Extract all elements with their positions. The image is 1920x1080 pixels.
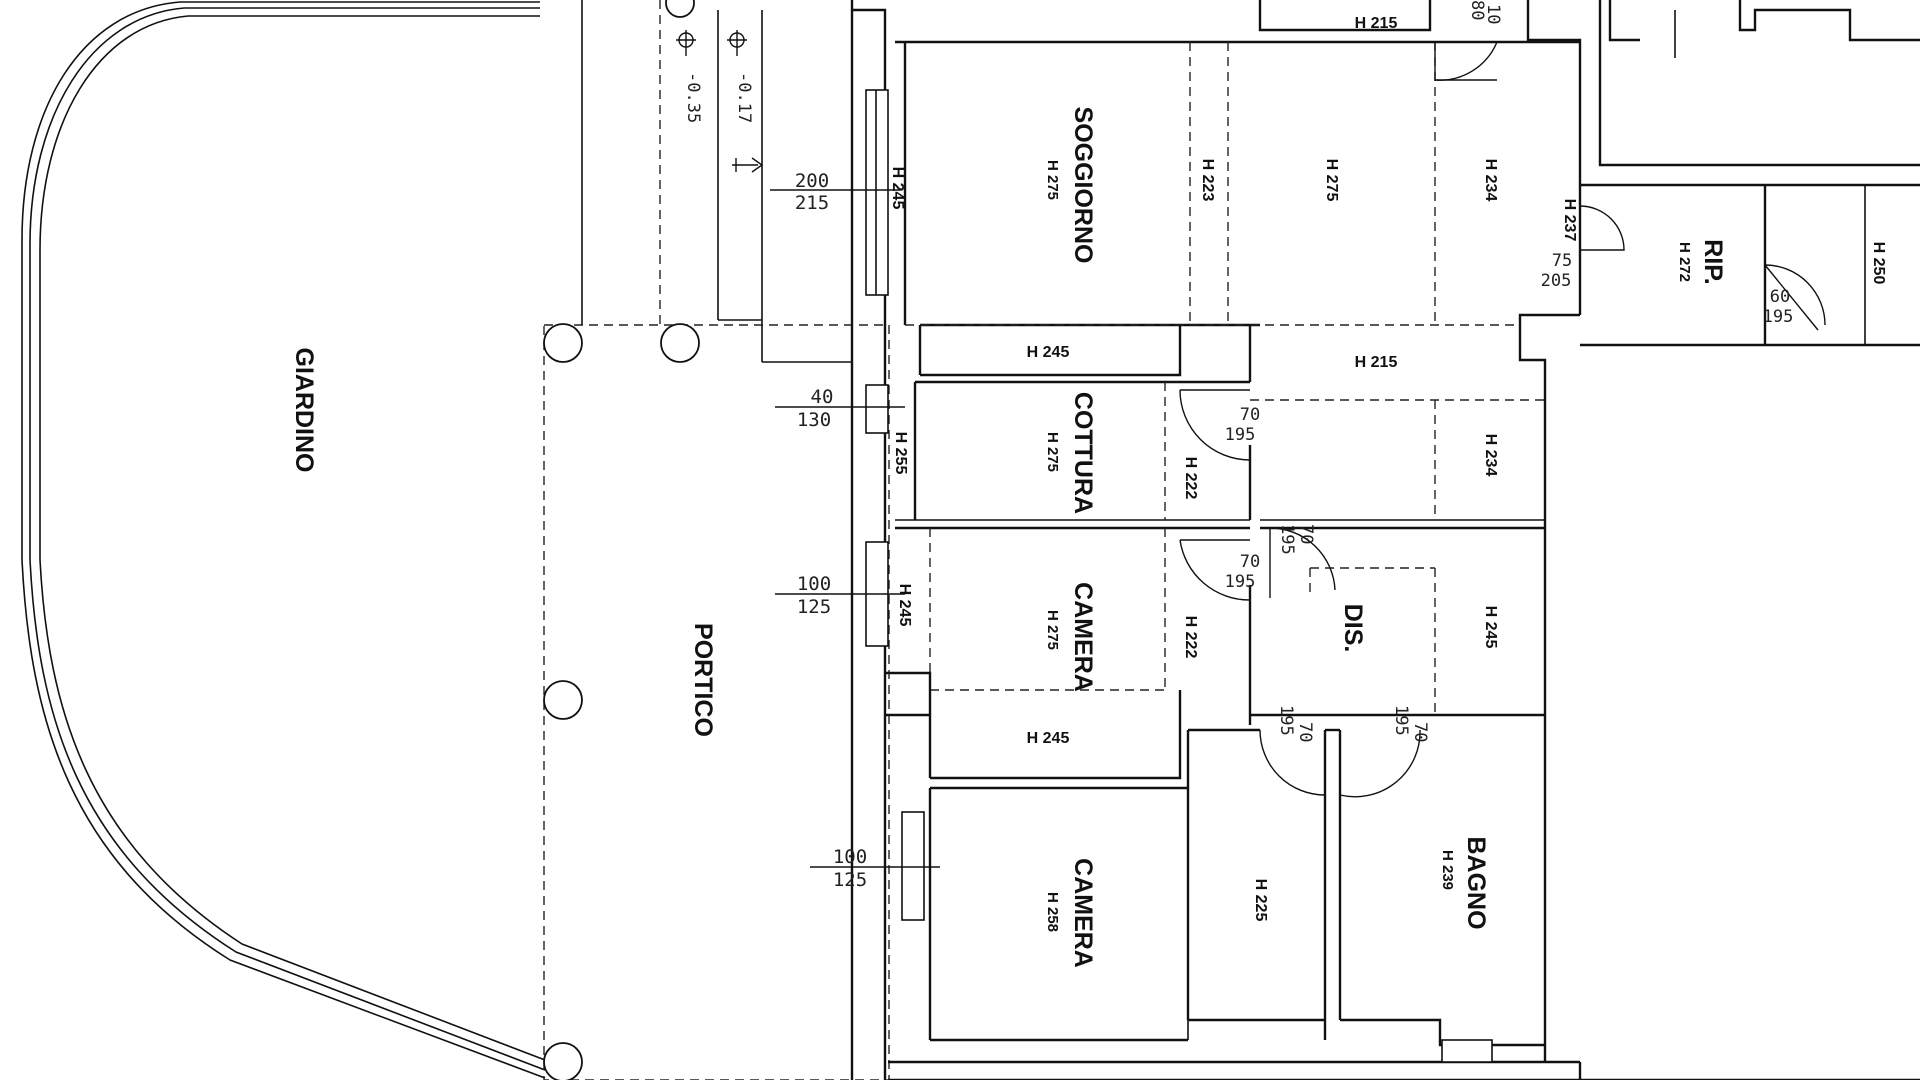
dimension: 195 — [1225, 425, 1256, 445]
dimension: 70 — [1240, 405, 1260, 425]
label-camera-2: CAMERA — [1069, 858, 1097, 968]
label-bagno: BAGNO — [1462, 836, 1490, 929]
room-camera-1 — [865, 519, 1545, 780]
doors — [1179, 41, 1826, 798]
height-label: H 245 — [889, 167, 906, 210]
height-label: H 223 — [1199, 159, 1216, 202]
label-rip-height: H 272 — [1676, 242, 1693, 282]
level-markers — [676, 30, 764, 173]
label-camera-1: CAMERA — [1069, 582, 1097, 692]
label-cottura-height: H 275 — [1044, 432, 1061, 472]
label-soggiorno-height: H 275 — [1044, 160, 1061, 200]
dimension: 195 — [1276, 705, 1296, 736]
height-label: H 275 — [1323, 159, 1340, 202]
label-portico: PORTICO — [689, 623, 717, 737]
dimension: 70 — [1296, 524, 1316, 544]
height-label: H 237 — [1561, 199, 1578, 242]
level-label: -0.35 — [683, 72, 703, 123]
label-bagno-height: H 239 — [1439, 850, 1456, 890]
height-label: H 245 — [1027, 730, 1070, 747]
level-label: -0.17 — [734, 72, 754, 123]
dimension: 70 — [1295, 722, 1315, 742]
dimension-leaders — [770, 189, 940, 868]
column-4 — [543, 1042, 583, 1080]
dimension: 40 — [811, 386, 834, 408]
height-label: H 245 — [896, 584, 913, 627]
height-label: H 234 — [1482, 434, 1499, 477]
room-soggiorno — [865, 40, 1580, 377]
height-label: H 245 — [1027, 344, 1070, 361]
dimension: 195 — [1277, 524, 1297, 555]
height-label: H 222 — [1182, 616, 1199, 659]
column-3 — [543, 680, 583, 720]
label-camera-2-height: H 258 — [1044, 892, 1061, 932]
height-label: H 255 — [892, 432, 909, 475]
exterior-walls — [850, 0, 1920, 1080]
column-1 — [543, 323, 583, 363]
label-giardino: GIARDINO — [290, 348, 318, 473]
dimension: 125 — [833, 869, 867, 891]
height-label: H 215 — [1355, 15, 1398, 32]
room-camera-2 — [901, 786, 1189, 1042]
dimension: 195 — [1763, 307, 1794, 327]
dimension: 100 — [797, 573, 831, 595]
portico-area — [543, 0, 890, 1080]
height-label: H 245 — [1482, 606, 1499, 649]
label-soggiorno: SOGGIORNO — [1069, 107, 1097, 264]
dimension: 100 — [833, 846, 867, 868]
dimension: 130 — [797, 409, 831, 431]
dimension: 125 — [797, 596, 831, 618]
height-label: H 250 — [1870, 242, 1887, 285]
height-label: H 215 — [1355, 354, 1398, 371]
label-rip: RIP. — [1699, 239, 1727, 284]
column-2 — [660, 323, 700, 363]
room-rip — [1580, 0, 1920, 347]
height-label: H 225 — [1252, 879, 1269, 922]
window-cottura — [865, 384, 889, 434]
dimension: 195 — [1225, 572, 1256, 592]
height-label: H 234 — [1482, 159, 1499, 202]
label-cottura: COTTURA — [1069, 392, 1097, 514]
window-bagno — [1441, 1039, 1493, 1063]
room-cottura — [865, 325, 1545, 530]
dimension: 10 — [1483, 4, 1503, 24]
dimension: 60 — [1770, 287, 1790, 307]
window-soggiorno — [865, 89, 889, 296]
garden-boundary — [21, 1, 546, 1079]
label-camera-1-height: H 275 — [1044, 610, 1061, 650]
dimension: 205 — [1541, 271, 1572, 291]
dimension: 80 — [1467, 0, 1487, 20]
window-camera-2 — [901, 811, 925, 921]
dimension: 70 — [1410, 722, 1430, 742]
dimension: 75 — [1552, 251, 1572, 271]
dimension: 215 — [795, 192, 829, 214]
dimension: 195 — [1391, 705, 1411, 736]
label-dis: DIS. — [1339, 604, 1367, 653]
dimension: 70 — [1240, 552, 1260, 572]
height-label: H 222 — [1182, 457, 1199, 500]
dimension: 200 — [795, 170, 829, 192]
